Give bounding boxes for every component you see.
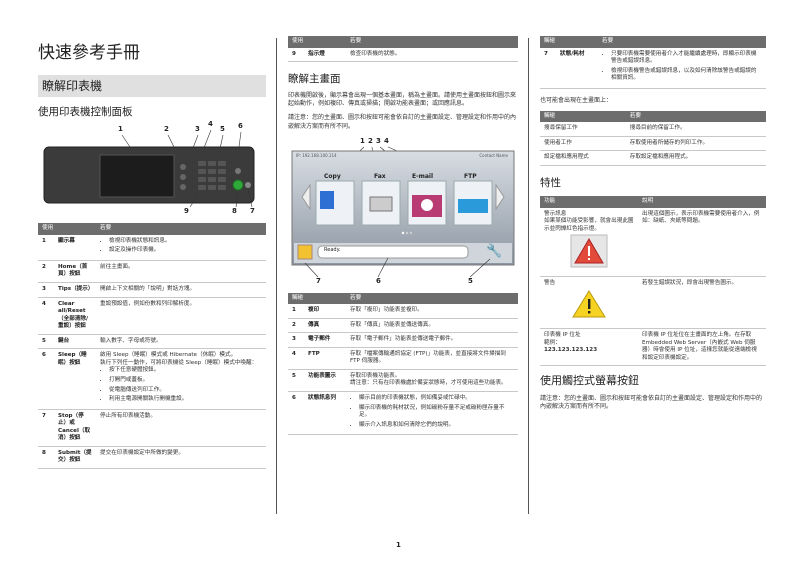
callout-1: 1 — [360, 136, 365, 145]
features-table: 功能 說明 警示訊息 如果某個功能受影響，就會出現此圖示並閃爍紅色指示燈。 出現… — [540, 196, 766, 367]
table-row: 5 功能表圖示 存取印表機功能表。 請注意：只有在印表機處於備妥狀態時，才可使用… — [288, 369, 518, 393]
table-row: 7 Stop（停止）或 Cancel（取消）按鈕 停止所有印表機活動。 — [38, 409, 266, 447]
home-screen-note: 請注意：您的主畫面、圖示和按鈕可能會依自訂的主畫面設定、管理設定和作用中的內嵌解… — [288, 114, 517, 130]
touch-buttons-note: 請注意：您的主畫面、圖示和按鈕可能會依自訂的主畫面設定、管理設定和作用中的內嵌解… — [540, 395, 763, 411]
callout-3: 3 — [195, 125, 200, 134]
table-row: 警示訊息 如果某個功能受影響，就會出現此圖示並閃爍紅色指示燈。 出現這個圖示，表… — [540, 207, 766, 277]
callout-6: 6 — [238, 122, 243, 131]
home-screen-heading: 瞭解主畫面 — [288, 73, 341, 86]
table-row: 警告 若發生錯誤狀況，即會出現警告圖示。 — [540, 276, 766, 330]
table-row: 設定檔和應用程式 存取設定檔和應用程式。 — [540, 150, 766, 167]
copy-icon[interactable]: Copy — [324, 172, 341, 180]
warning-red-icon — [544, 233, 634, 273]
table-row: 4 Clear all/Reset（全部清除/重設）按鈕 重設預設值，例如份數和… — [38, 297, 266, 335]
callout-7: 7 — [316, 276, 321, 285]
table-row: 7 狀態/耗材 只要印表機需要使用者介入才能繼續處理時，即顯示印表機警告或錯誤訊… — [540, 47, 766, 89]
callout-9: 9 — [184, 207, 189, 216]
contact-name-label: Contact Name — [479, 152, 508, 158]
status-table: 觸碰 若要 7 狀態/耗材 只要印表機需要使用者介入才能繼續處理時，即顯示印表機… — [540, 36, 766, 89]
touch-buttons-heading: 使用觸控式螢幕按鈕 — [540, 374, 639, 388]
document-title: 快速參考手冊 — [38, 43, 140, 63]
callout-5: 5 — [468, 276, 473, 285]
section-heading: 瞭解印表機 — [38, 74, 266, 98]
column-3: 觸碰 若要 7 狀態/耗材 只要印表機需要使用者介入才能繼續處理時，即顯示印表機… — [540, 36, 766, 417]
table-row: 3 Tips（提示） 開啟上下文相關的「說明」對話方塊。 — [38, 282, 266, 298]
table-row: 6 狀態訊息列 顯示目前的印表機狀態，例如備妥或忙碌中。 顯示印表機的耗材狀況，… — [288, 391, 518, 436]
callout-1: 1 — [118, 125, 123, 134]
home-screen-paragraph: 印表機開啟後，顯示幕會出現一個基本畫面，稱為主畫面。請使用主畫面按鈕和圖示來起始… — [288, 92, 517, 108]
callout-2: 2 — [368, 136, 373, 145]
table-row: 搜尋保留工作 搜尋目前的保留工作。 — [540, 122, 766, 137]
control-panel-heading: 使用印表機控制面板 — [38, 106, 133, 119]
column-divider — [276, 38, 277, 514]
callout-8: 8 — [232, 207, 237, 216]
status-message-bar: Ready. — [324, 246, 341, 253]
table-row: 1 複印 存取「複印」功能表並複印。 — [288, 304, 518, 319]
table-row: 3 電子郵件 存取「電子郵件」功能表並傳送電子郵件。 — [288, 332, 518, 348]
callout-3: 3 — [376, 136, 381, 145]
table-header-to: 若要 — [96, 223, 266, 235]
table-row: 印表機 IP 位址 範例： 123.123.123.123 印表機 IP 位址位… — [540, 328, 766, 367]
table-row: 9 指示燈 檢查印表機的狀態。 — [288, 47, 518, 63]
additional-icons-intro: 也可能會出現在主畫面上： — [540, 96, 613, 104]
callout-4: 4 — [208, 120, 213, 129]
table-row: 5 鍵台 輸入數字、字母或符號。 — [38, 334, 266, 350]
email-icon[interactable]: E-mail — [412, 172, 434, 180]
table-header-use: 使用 — [38, 223, 96, 235]
table-row: 6 Sleep（睡眠）按鈕 啟用 Sleep（睡眠）模式或 Hibernate（… — [38, 348, 266, 410]
wrench-icon[interactable]: 🔧 — [486, 243, 503, 259]
column-divider — [528, 38, 529, 514]
column-1: 快速參考手冊 瞭解印表機 使用印表機控制面板 1 2 3 4 5 6 — [38, 36, 266, 469]
ftp-icon[interactable]: FTP — [464, 172, 477, 180]
column-2: 使用 若要 9 指示燈 檢查印表機的狀態。 瞭解主畫面 印表機開啟後，顯示幕會出… — [288, 36, 518, 436]
callout-2: 2 — [164, 125, 169, 134]
home-screen-drawing — [291, 146, 515, 277]
page-number: 1 — [396, 541, 401, 549]
ip-address-label: IP: 192.168.100.114 — [296, 152, 337, 158]
callout-4: 4 — [384, 136, 389, 145]
home-screen-illustration: 1 2 3 4 — [288, 137, 518, 287]
table-row: 2 Home（首頁）按鈕 前往主畫面。 — [38, 260, 266, 284]
home-screen-table: 觸碰 若要 1 複印 存取「複印」功能表並複印。 2 傳真 存取「傳真」功能表並… — [288, 292, 518, 436]
control-panel-table: 使用 若要 1 顯示幕 檢視印表機狀態和訊息。 設定及操作印表機。 2 Home… — [38, 223, 266, 469]
table-row: 4 FTP 存取「檔案傳輸通訊協定 (FTP)」功能表，並直接將文件掃描到 FT… — [288, 347, 518, 370]
sample-ip-address: 123.123.123.123 — [544, 347, 598, 354]
table-row: 1 顯示幕 檢視印表機狀態和訊息。 設定及操作印表機。 — [38, 234, 266, 261]
callout-6: 6 — [376, 276, 381, 285]
table-row: 8 Submit（提交）按鈕 提交在印表機設定中所做的變更。 — [38, 446, 266, 469]
features-heading: 特性 — [540, 177, 561, 190]
table-row: 使用者工作 存取使用者所儲存的列印工作。 — [540, 136, 766, 152]
table-row: 2 傳真 存取「傳真」功能表並傳送傳真。 — [288, 318, 518, 334]
control-panel-illustration: 1 2 3 4 5 6 — [38, 120, 266, 217]
callout-7: 7 — [250, 207, 255, 216]
control-panel-drawing — [43, 130, 255, 208]
callout-5: 5 — [220, 125, 225, 134]
warning-yellow-icon — [544, 287, 634, 325]
fax-icon[interactable]: Fax — [374, 172, 386, 180]
additional-icons-table: 觸碰 若要 搜尋保留工作 搜尋目前的保留工作。 使用者工作 存取使用者所儲存的列… — [540, 110, 766, 167]
indicator-table: 使用 若要 9 指示燈 檢查印表機的狀態。 — [288, 36, 518, 63]
